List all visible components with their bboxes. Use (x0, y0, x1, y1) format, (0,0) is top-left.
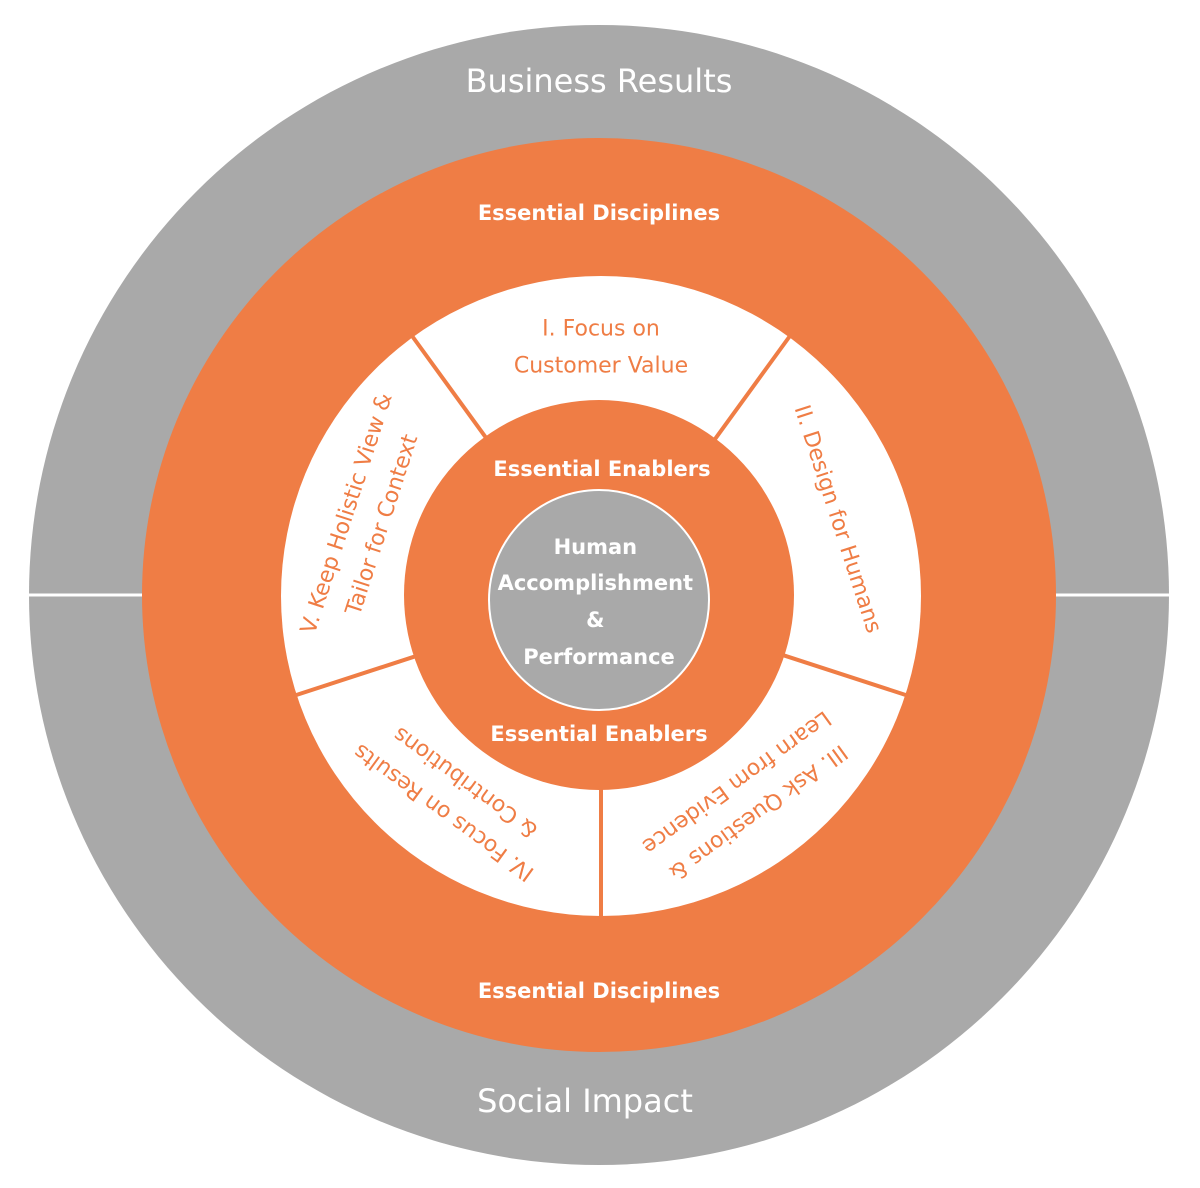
segment-divider (781, 652, 908, 698)
core-line: Accomplishment (498, 571, 693, 595)
core-label: Human Accomplishment & Performance (498, 535, 701, 669)
segment-divider (711, 334, 792, 444)
core-line: Performance (523, 645, 675, 669)
enablers-top-label: Essential Enablers (493, 457, 710, 481)
disciplines-top-label: Essential Disciplines (478, 201, 720, 225)
segment-label: I. Focus on Customer Value (514, 317, 688, 379)
segment-label-line: Customer Value (514, 354, 688, 379)
segment-label-line: I. Focus on (542, 317, 660, 342)
segment-divider (410, 334, 491, 444)
enablers-bottom-label: Essential Enablers (490, 722, 707, 746)
core-circle (488, 489, 710, 711)
core-line: Human (554, 535, 638, 559)
business-results-label: Business Results (466, 62, 733, 100)
disciplines-bottom-label: Essential Disciplines (478, 979, 720, 1003)
segment-divider (294, 652, 421, 698)
core-line: & (586, 608, 604, 632)
segment-dividers (294, 334, 908, 918)
social-impact-label: Social Impact (477, 1082, 693, 1120)
